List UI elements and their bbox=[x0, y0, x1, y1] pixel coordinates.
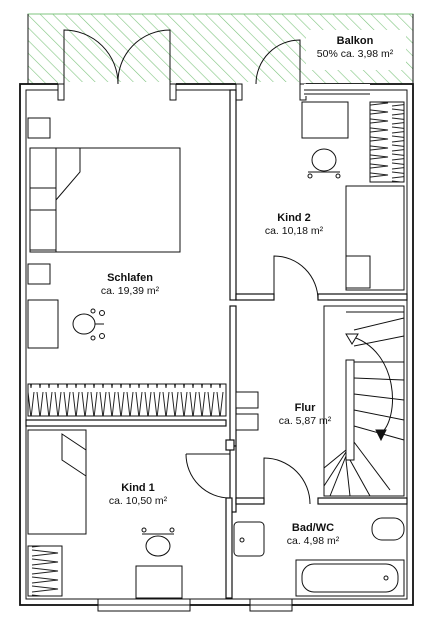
room-area: ca. 5,87 m² bbox=[278, 415, 332, 427]
room-name: Flur bbox=[294, 402, 316, 414]
desk-schlafen bbox=[27, 299, 59, 349]
room-area: ca. 10,18 m² bbox=[264, 225, 324, 237]
windows-bottom bbox=[97, 598, 293, 612]
wardrobe-kind1 bbox=[27, 545, 63, 597]
chair-kind1 bbox=[141, 527, 175, 557]
bed-double bbox=[29, 147, 181, 253]
room-label-flur: Flur ca. 5,87 m² bbox=[260, 402, 350, 428]
bathtub bbox=[295, 559, 405, 597]
room-name: Kind 1 bbox=[121, 482, 155, 494]
room-name: Balkon bbox=[336, 35, 374, 47]
interior-walls bbox=[25, 89, 408, 599]
room-name: Kind 2 bbox=[277, 212, 311, 224]
room-label-kind1: Kind 1 ca. 10,50 m² bbox=[88, 482, 188, 508]
balcony bbox=[27, 13, 414, 85]
wardrobe-kind2 bbox=[369, 101, 405, 183]
chair-kind2 bbox=[307, 148, 341, 179]
wardrobe-schlafen bbox=[27, 383, 227, 417]
room-label-schlafen: Schlafen ca. 19,39 m² bbox=[80, 272, 180, 298]
chair-schlafen bbox=[72, 308, 105, 341]
flur-cabinet bbox=[235, 391, 259, 431]
room-label-badwc: Bad/WC ca. 4,98 m² bbox=[268, 522, 358, 548]
room-label-balkon: Balkon 50% ca. 3,98 m² bbox=[300, 35, 410, 61]
toilet bbox=[371, 517, 405, 541]
room-area: 50% ca. 3,98 m² bbox=[316, 48, 394, 60]
bed-kind1 bbox=[27, 429, 87, 535]
balcony-doors bbox=[57, 29, 370, 101]
nightstands bbox=[27, 117, 51, 285]
room-label-kind2: Kind 2 ca. 10,18 m² bbox=[244, 212, 344, 238]
desk-kind1 bbox=[135, 565, 183, 599]
staircase bbox=[323, 305, 405, 497]
room-area: ca. 10,50 m² bbox=[108, 495, 168, 507]
room-area: ca. 19,39 m² bbox=[100, 285, 160, 297]
outer-walls bbox=[19, 83, 414, 606]
bed-kind2 bbox=[345, 185, 405, 291]
interior-doors bbox=[185, 255, 319, 505]
room-name: Schlafen bbox=[107, 272, 153, 284]
sink bbox=[233, 521, 265, 557]
desk-kind2 bbox=[301, 101, 349, 139]
room-area: ca. 4,98 m² bbox=[286, 535, 340, 547]
room-name: Bad/WC bbox=[291, 522, 335, 534]
